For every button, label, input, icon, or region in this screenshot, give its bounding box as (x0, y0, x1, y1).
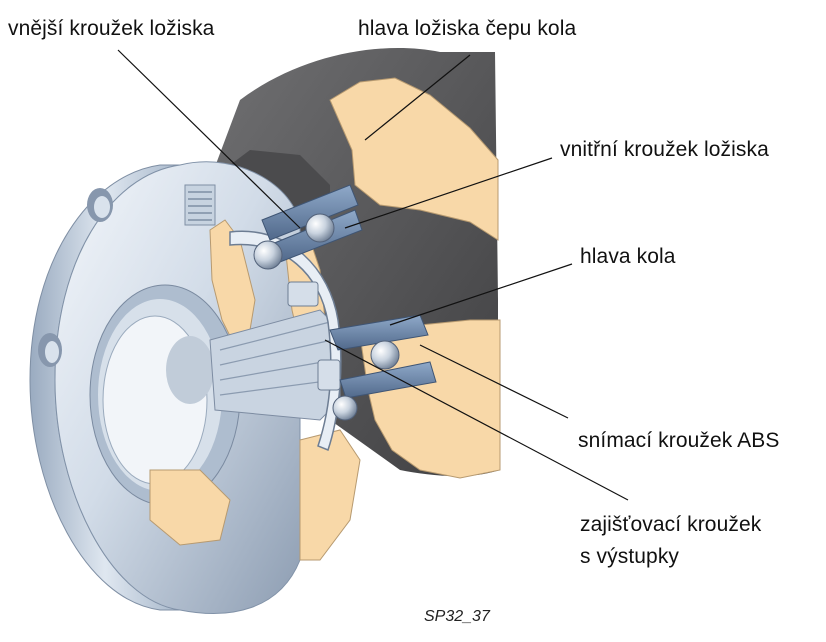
label-retaining-ring-line2: s výstupky (580, 544, 679, 569)
label-outer-bearing-ring: vnější kroužek ložiska (8, 16, 214, 41)
bolt-hole-top (87, 188, 113, 222)
label-wheel-hub: hlava kola (580, 244, 676, 269)
label-knuckle-bearing-head: hlava ložiska čepu kola (358, 16, 576, 41)
label-abs-sensor-ring: snímací kroužek ABS (578, 428, 779, 453)
bolt-hole-left (38, 333, 62, 367)
label-inner-bearing-ring: vnitřní kroužek ložiska (560, 137, 769, 162)
figure-id: SP32_37 (424, 608, 490, 626)
label-retaining-ring-line1: zajišťovací kroužek (580, 512, 761, 537)
threaded-bolt-hole (185, 185, 215, 225)
